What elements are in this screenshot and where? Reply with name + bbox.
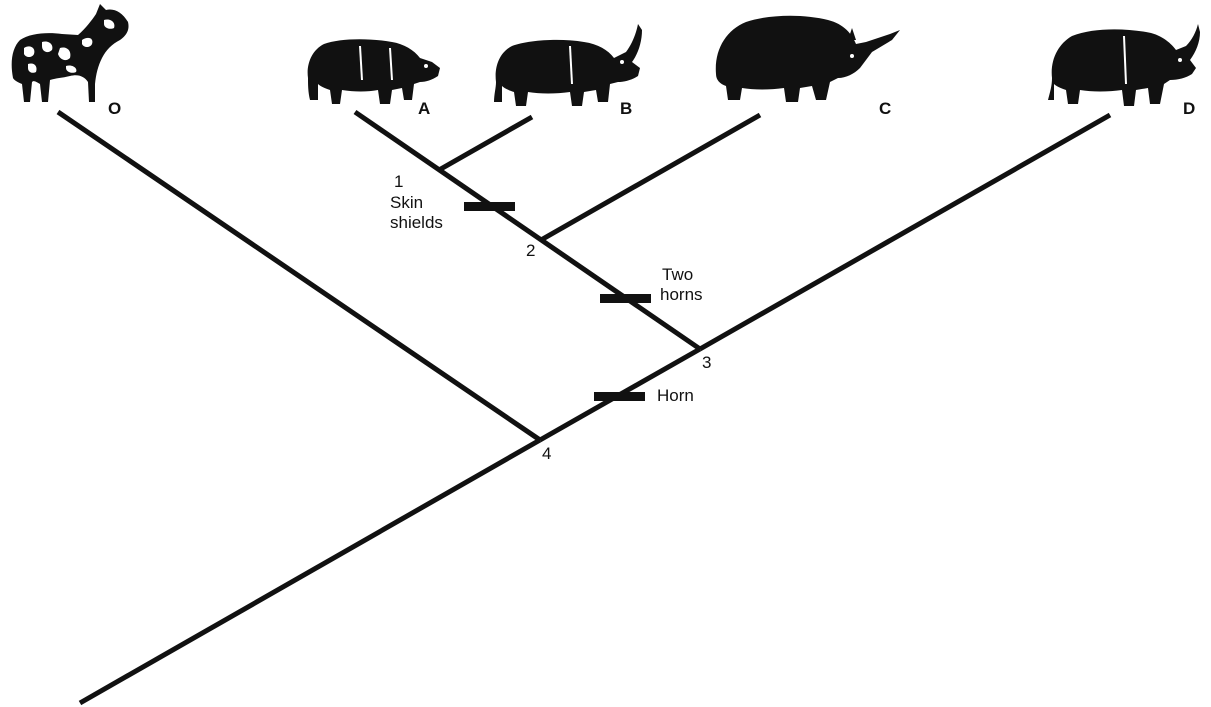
- zebra-icon: [11, 4, 129, 102]
- trait-label-horn: Horn: [657, 386, 694, 405]
- branches: [56, 109, 1112, 706]
- node-label-1: 1: [394, 172, 403, 191]
- branch-node4-to-O: [56, 109, 542, 443]
- branch-node2-to-C: [539, 112, 762, 243]
- node-label-4: 4: [542, 444, 551, 463]
- node-label-3: 3: [702, 353, 711, 372]
- trait-label-two-horns-line2: horns: [660, 285, 703, 304]
- trait-bar-skin-shields: [464, 202, 515, 211]
- rhino-icon-C: [715, 15, 900, 103]
- rhino-icon-D: [1048, 24, 1200, 106]
- trait-label-skin-line2: shields: [390, 213, 443, 232]
- taxon-label-O: O: [108, 99, 121, 118]
- branch-node3-to-D: [698, 112, 1112, 352]
- trait-label-skin-shields: Skin shields: [390, 193, 443, 232]
- rhino-icon-A: [307, 39, 440, 104]
- root-branch: [78, 437, 542, 706]
- taxon-label-A: A: [418, 99, 430, 118]
- trait-bar-horn: [594, 392, 645, 401]
- trait-bar-two-horns: [600, 294, 651, 303]
- rhino-icon-B: [494, 24, 642, 106]
- trait-label-two-horns: Two horns: [660, 265, 703, 304]
- trait-label-skin-line1: Skin: [390, 193, 423, 212]
- trait-label-two-horns-line1: Two: [662, 265, 693, 284]
- branch-node1-to-B: [437, 114, 534, 173]
- taxon-label-C: C: [879, 99, 891, 118]
- branch-node3-to-A: [353, 109, 702, 352]
- taxon-label-D: D: [1183, 99, 1195, 118]
- taxon-label-B: B: [620, 99, 632, 118]
- node-label-2: 2: [526, 241, 535, 260]
